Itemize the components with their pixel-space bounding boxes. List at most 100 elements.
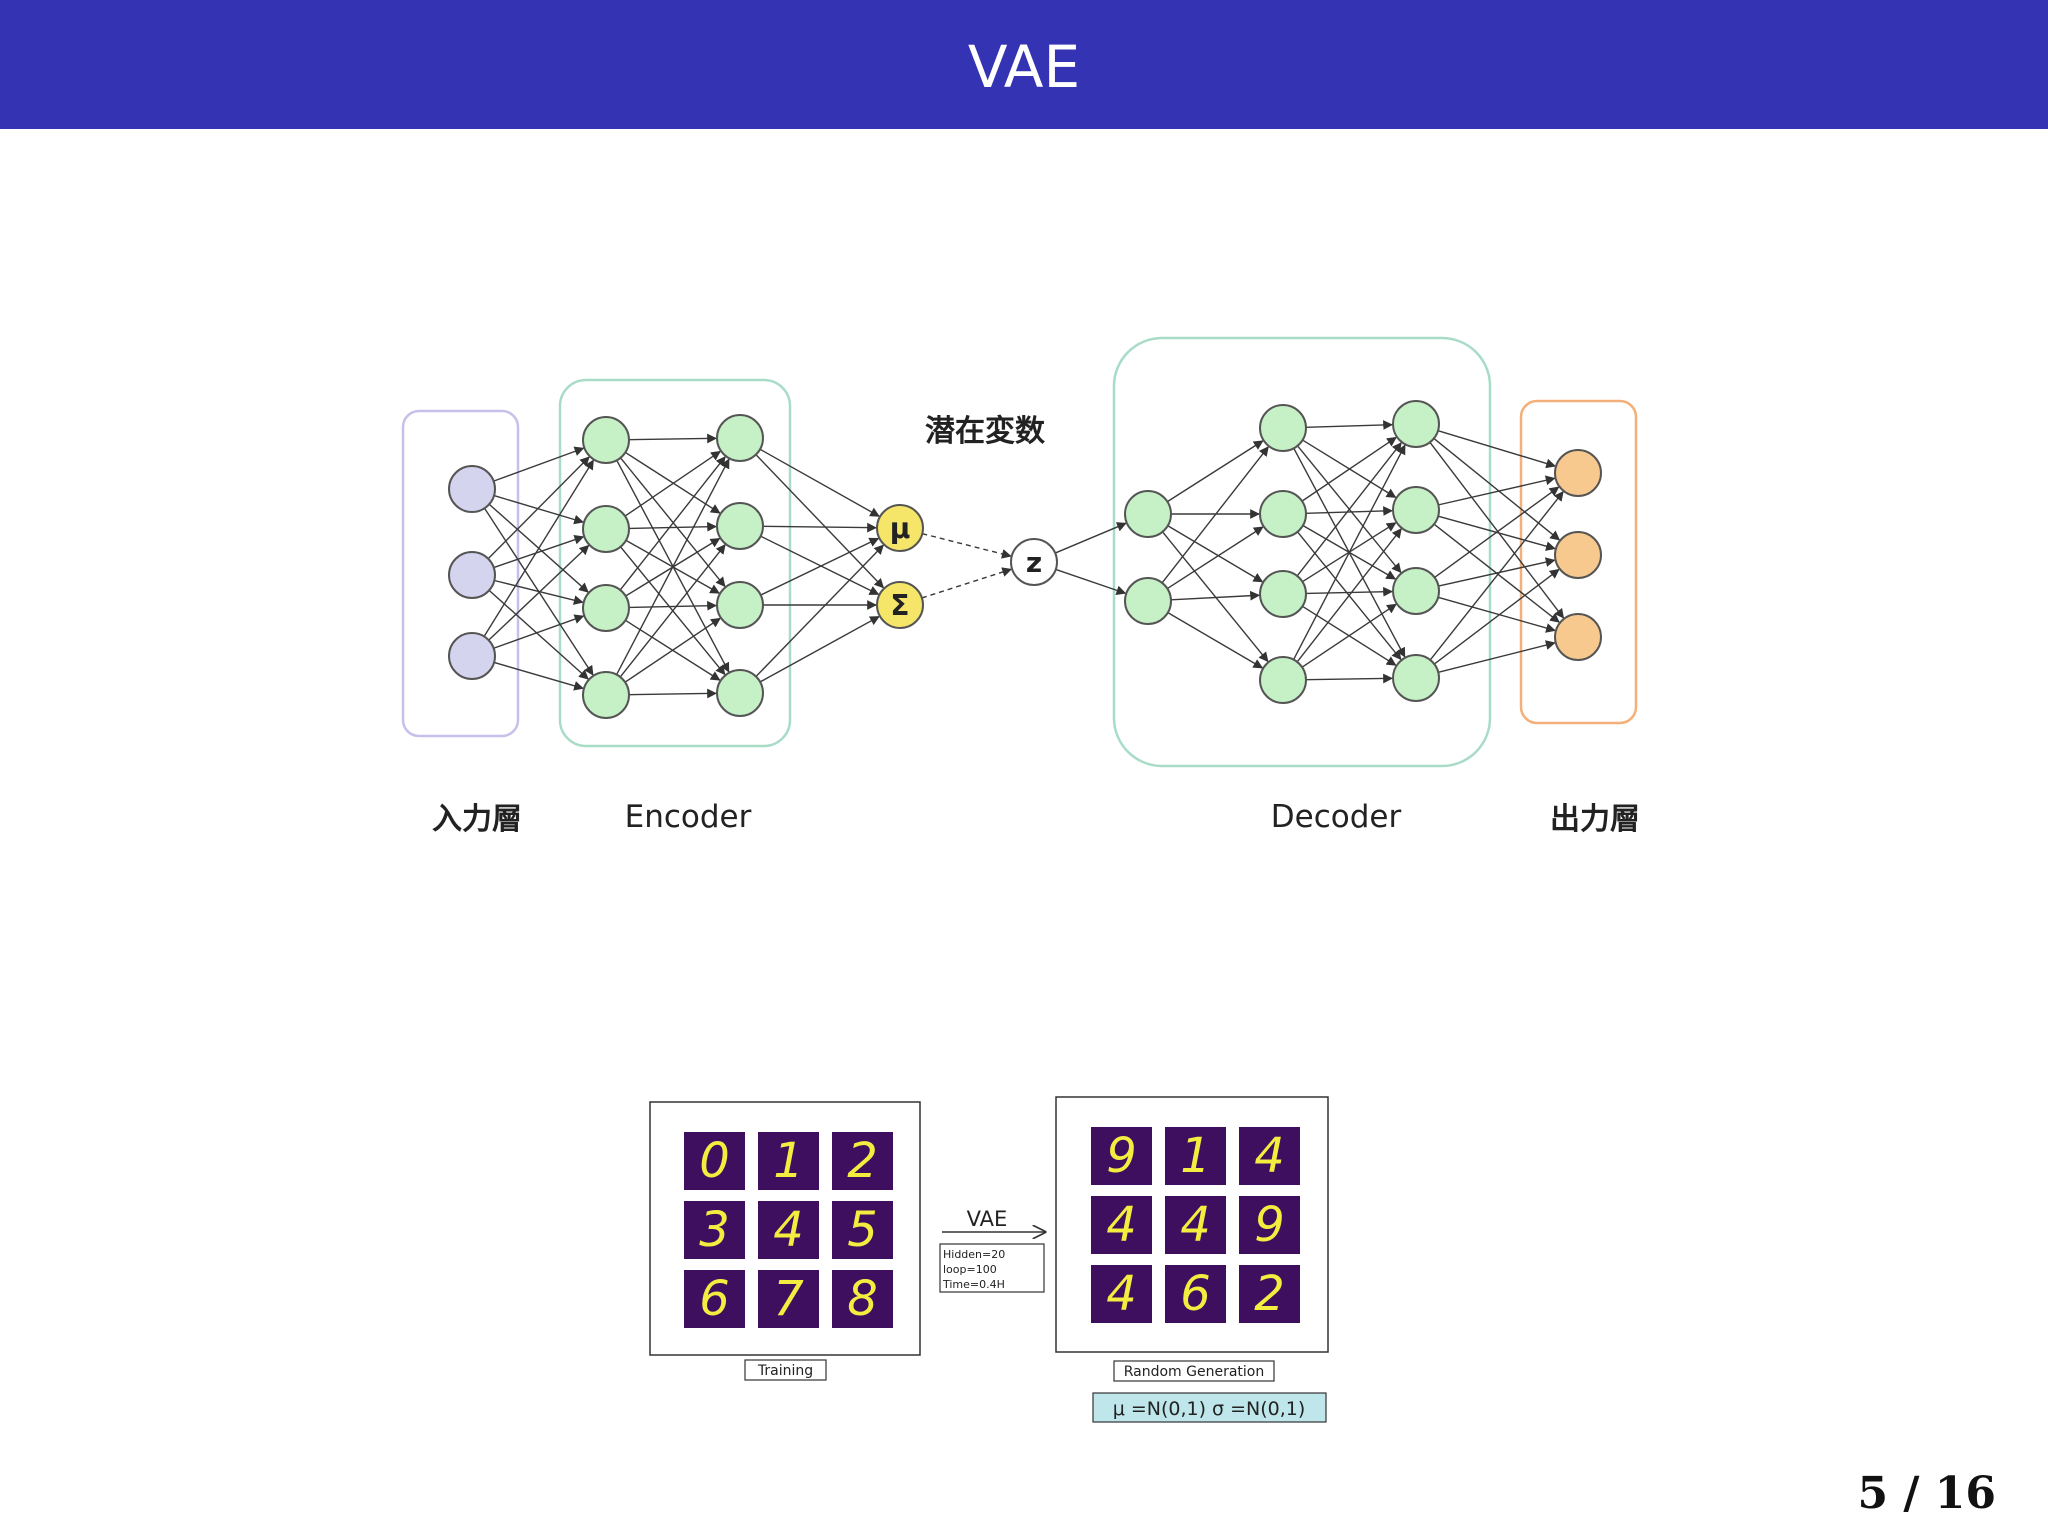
enc2-node	[716, 414, 764, 462]
connection-edge	[493, 446, 585, 482]
connection-edge	[619, 457, 726, 588]
connection-edge	[488, 544, 590, 641]
digit-tile	[684, 1270, 745, 1328]
digit-glyph: 3	[699, 1202, 730, 1258]
digit-tile	[684, 1132, 745, 1190]
dec2-node	[1259, 490, 1307, 538]
input-layer-box	[401, 409, 520, 738]
enc2-node	[716, 581, 764, 629]
connection-edge	[760, 535, 880, 596]
connection-edge	[1167, 440, 1264, 503]
connection-edge	[619, 544, 726, 678]
connection-edge	[483, 459, 594, 637]
connection-edge	[1305, 420, 1393, 430]
connection-edge	[1429, 441, 1565, 619]
connection-edge	[759, 615, 880, 683]
output-node	[1554, 613, 1602, 661]
dec3-node	[1392, 486, 1440, 534]
digit-tile	[758, 1132, 819, 1190]
decoder-label: Decoder	[1271, 799, 1402, 835]
dec1-node	[1124, 490, 1172, 538]
digit-tile	[832, 1132, 893, 1190]
connection-edge	[1437, 596, 1556, 633]
connection-edge	[755, 454, 885, 589]
digit-glyph: 4	[1180, 1197, 1211, 1253]
connection-edge	[1433, 568, 1560, 665]
enc1-node	[582, 416, 630, 464]
digit-glyph: 4	[1106, 1197, 1137, 1253]
connection-edge	[628, 600, 717, 611]
vae-arrow-label: VAE	[967, 1207, 1008, 1231]
input-layer-label: 入力層	[432, 802, 522, 837]
connection-edge	[487, 456, 590, 560]
distribution-formula: μ =N(0,1) σ =N(0,1)	[1113, 1398, 1306, 1420]
connection-edge	[1166, 526, 1264, 590]
dec3-node	[1392, 400, 1440, 448]
input-node	[448, 551, 496, 599]
dec2-node	[1259, 656, 1307, 704]
z-node	[1010, 538, 1058, 586]
z-symbol: z	[1026, 546, 1042, 579]
connection-edge	[488, 589, 589, 680]
digit-glyph: 1	[1180, 1128, 1211, 1184]
connection-edge	[1301, 603, 1397, 668]
connection-edge	[922, 532, 1012, 559]
connection-edge	[1305, 673, 1393, 684]
connection-edge	[1438, 475, 1556, 506]
connection-edge	[628, 688, 717, 699]
connection-edge	[493, 535, 585, 569]
output-node	[1554, 449, 1602, 497]
slide-title: VAE	[967, 33, 1081, 101]
connection-edge	[1433, 437, 1561, 541]
connection-edge	[1170, 590, 1261, 601]
digit-tile	[1091, 1196, 1152, 1254]
title-bar	[0, 0, 2048, 129]
encoder-box	[558, 378, 792, 748]
dec2-node	[1259, 570, 1307, 618]
digit-glyph: 4	[1106, 1266, 1137, 1322]
digit-glyph: 5	[847, 1202, 878, 1258]
digit-tile	[758, 1201, 819, 1259]
digit-glyph: 9	[1254, 1197, 1285, 1253]
digit-tile	[1239, 1265, 1300, 1323]
generation-caption: Random Generation	[1124, 1364, 1265, 1380]
digit-glyph: 2	[847, 1133, 878, 1189]
connection-edge	[628, 433, 717, 444]
digit-glyph: 4	[773, 1202, 804, 1258]
digit-tile	[1091, 1127, 1152, 1185]
connection-edge	[624, 451, 721, 514]
connection-edge	[1161, 446, 1269, 584]
connection-edge	[1305, 586, 1393, 597]
digit-glyph: 4	[1254, 1128, 1285, 1184]
connection-edge	[624, 617, 721, 683]
formula-box	[1092, 1392, 1327, 1423]
page-number: 5 / 16	[1857, 1468, 1996, 1519]
connection-edge	[628, 521, 717, 532]
digit-tile	[758, 1270, 819, 1328]
connection-edge	[1437, 429, 1556, 469]
training-caption: Training	[757, 1363, 813, 1379]
digit-tile	[684, 1201, 745, 1259]
connection-edge	[616, 458, 730, 675]
sigma-symbol: Σ	[890, 589, 909, 622]
connection-edge	[1292, 444, 1406, 660]
connection-edge	[1429, 491, 1564, 661]
digit-glyph: 1	[773, 1133, 804, 1189]
digit-tile	[1165, 1127, 1226, 1185]
digit-tile	[1239, 1127, 1300, 1185]
connection-edge	[921, 567, 1013, 599]
connection-edge	[1438, 557, 1556, 587]
output-layer-label: 出力層	[1550, 802, 1640, 837]
mu-symbol: μ	[890, 512, 911, 545]
connection-edge	[755, 544, 884, 677]
digit-glyph: 7	[773, 1271, 804, 1327]
dec3-node	[1392, 567, 1440, 615]
digit-glyph: 2	[1254, 1266, 1285, 1322]
connection-edge	[1296, 442, 1402, 577]
param-node	[876, 581, 924, 629]
connection-edge	[1054, 522, 1127, 554]
